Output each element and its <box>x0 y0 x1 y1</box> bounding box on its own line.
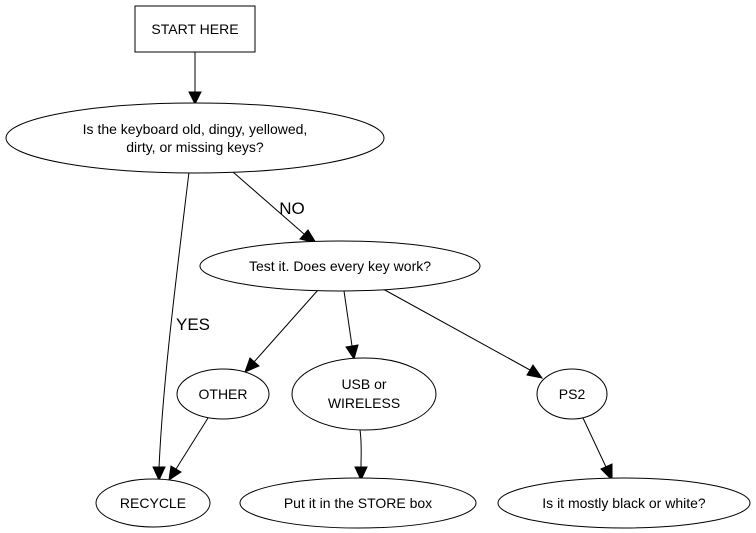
edge-test-to-other <box>253 289 319 363</box>
node-old-question: Is the keyboard old, dingy, yellowed, di… <box>5 102 385 174</box>
node-usb-wireless: USB or WIRELESS <box>291 357 437 431</box>
usb-wireless-ellipse <box>291 357 437 431</box>
usb-wireless-label-line-2: WIRELESS <box>328 395 400 411</box>
edges <box>152 52 613 482</box>
ps2-ellipse <box>536 368 608 420</box>
arrowhead-usb <box>345 344 359 361</box>
node-color-question: Is it mostly black or white? <box>497 477 751 529</box>
old-question-label-line-2: dirty, or missing keys? <box>126 139 264 155</box>
edge-old-question-to-recycle <box>158 171 190 469</box>
color-question-label: Is it mostly black or white? <box>542 495 706 511</box>
color-question-ellipse <box>497 477 751 529</box>
edge-test-to-usb <box>343 290 353 347</box>
old-question-ellipse <box>5 102 385 174</box>
arrowhead-store <box>354 466 368 482</box>
other-label: OTHER <box>199 386 248 402</box>
test-question-ellipse <box>199 240 481 292</box>
arrowhead-color-question <box>600 463 613 482</box>
arrowhead-recycle-from-yes <box>152 466 166 482</box>
arrowhead-recycle-from-other <box>168 465 182 482</box>
node-test-question: Test it. Does every key work? <box>199 240 481 292</box>
recycle-label: RECYCLE <box>120 495 186 511</box>
start-label: START HERE <box>151 21 238 37</box>
start-box <box>134 5 256 53</box>
store-label: Put it in the STORE box <box>284 495 432 511</box>
node-recycle: RECYCLE <box>95 478 211 528</box>
test-question-label: Test it. Does every key work? <box>249 258 431 274</box>
other-ellipse <box>176 368 270 420</box>
recycle-ellipse <box>95 478 211 528</box>
node-store: Put it in the STORE box <box>239 477 477 529</box>
arrowhead-ps2 <box>526 364 544 379</box>
edge-usb-to-store <box>359 429 362 469</box>
usb-wireless-label-line-1: USB or <box>341 376 386 392</box>
node-other: OTHER <box>176 368 270 420</box>
edge-old-question-to-test <box>232 171 305 235</box>
arrowhead-other <box>244 357 260 373</box>
edge-ps2-to-color-question <box>582 417 607 468</box>
ps2-label: PS2 <box>559 386 586 402</box>
edge-label-no: NO <box>279 199 305 218</box>
node-start: START HERE <box>134 5 256 53</box>
edge-label-yes: YES <box>176 315 210 334</box>
edge-test-to-ps2 <box>382 288 531 371</box>
edge-other-to-recycle <box>175 417 209 470</box>
old-question-label-line-1: Is the keyboard old, dingy, yellowed, <box>83 121 308 137</box>
node-ps2: PS2 <box>536 368 608 420</box>
store-ellipse <box>239 477 477 529</box>
arrowhead-test-question <box>299 229 318 244</box>
arrowhead-old-question <box>188 91 202 106</box>
